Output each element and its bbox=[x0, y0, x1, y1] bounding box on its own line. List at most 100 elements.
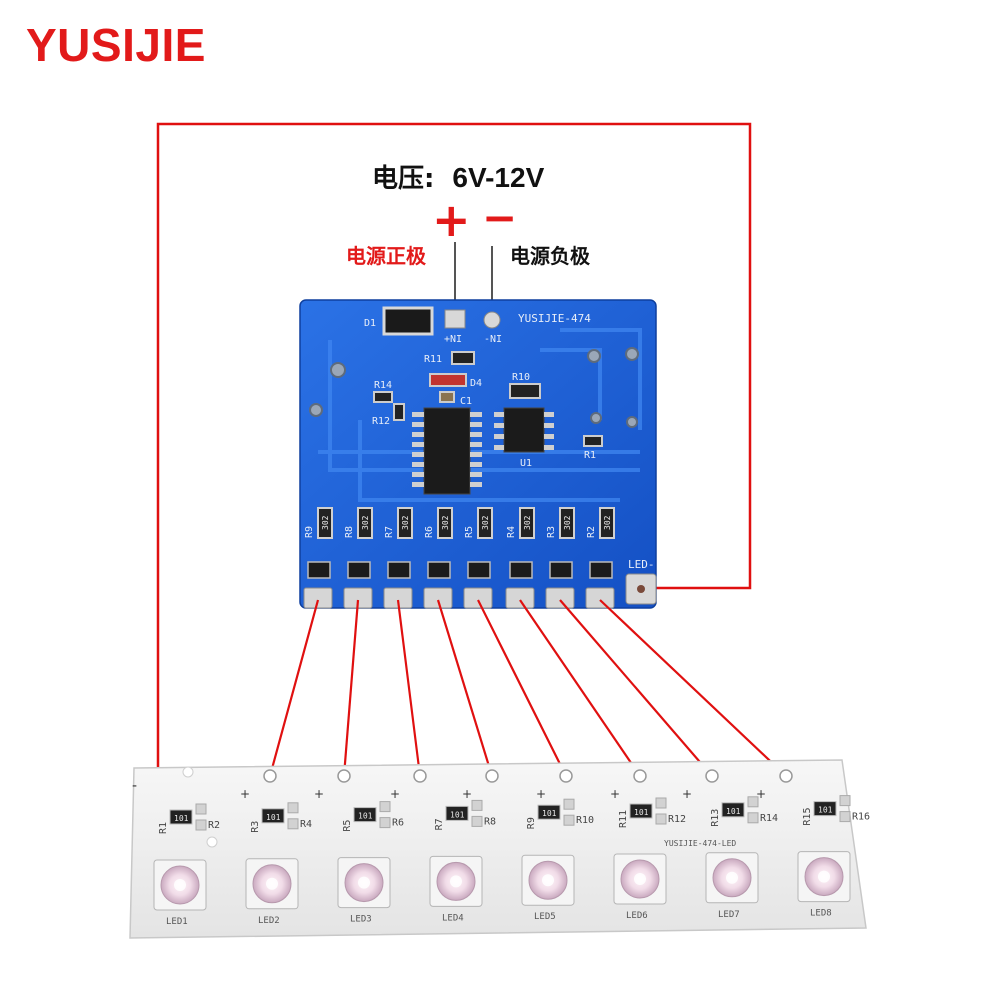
positive-input-pad bbox=[444, 309, 466, 329]
c1-label: C1 bbox=[460, 396, 472, 407]
via-icon bbox=[330, 362, 346, 378]
channel-resistor bbox=[357, 507, 373, 539]
power-positive-label: 电源正极 bbox=[346, 244, 426, 268]
channel-wire bbox=[268, 599, 320, 777]
resistor-value-label: 302 bbox=[523, 515, 532, 530]
minus-sign: − bbox=[482, 193, 517, 242]
channel-transistor bbox=[307, 561, 331, 579]
resistor-value-label: 302 bbox=[603, 515, 612, 530]
strip-resistor bbox=[537, 804, 561, 820]
channel-transistor bbox=[347, 561, 371, 579]
resistor-r11 bbox=[451, 351, 475, 365]
strip-pad bbox=[563, 814, 575, 826]
strip-plus-mark: + bbox=[390, 787, 400, 801]
led-chip-icon bbox=[542, 874, 554, 887]
channel-output-pad bbox=[585, 587, 615, 609]
strip-resistor bbox=[813, 801, 837, 817]
channel-wire bbox=[559, 599, 713, 777]
channel-resistor-label: R8 bbox=[344, 526, 355, 538]
strip-resistor-label: R13 bbox=[710, 809, 721, 827]
channel-resistor-label: R6 bbox=[424, 526, 435, 538]
strip-solder-hole-icon bbox=[633, 769, 647, 783]
strip-plus-mark: + bbox=[536, 787, 546, 801]
strip-resistor bbox=[721, 802, 745, 818]
channel-output-pad bbox=[505, 587, 535, 609]
channel-resistor bbox=[477, 507, 493, 539]
voltage-value: 6V-12V bbox=[452, 162, 545, 193]
strip-resistor-label: R7 bbox=[434, 818, 445, 830]
strip-solder-hole-icon bbox=[779, 769, 793, 783]
strip-resistor-label: R12 bbox=[668, 814, 686, 825]
strip-pad bbox=[839, 811, 851, 823]
channel-transistor bbox=[427, 561, 451, 579]
led-label: LED5 bbox=[534, 912, 556, 922]
strip-hole-icon bbox=[206, 836, 218, 848]
channel-transistor bbox=[467, 561, 491, 579]
strip-resistor-value: 101 bbox=[450, 810, 465, 819]
strip-solder-hole-icon bbox=[705, 769, 719, 783]
led-chip-icon bbox=[818, 870, 830, 883]
channel-resistor-label: R7 bbox=[384, 526, 395, 538]
strip-resistor-label: R14 bbox=[760, 813, 778, 824]
strip-pad bbox=[839, 795, 851, 807]
channel-output-pad bbox=[545, 587, 575, 609]
diode-d4 bbox=[429, 373, 467, 387]
strip-resistor-value: 101 bbox=[358, 812, 373, 821]
strip-resistor-label: R15 bbox=[802, 808, 813, 826]
led-label: LED3 bbox=[350, 915, 372, 925]
strip-pad bbox=[747, 796, 759, 808]
channel-transistor bbox=[387, 561, 411, 579]
strip-resistor bbox=[353, 807, 377, 823]
channel-wire bbox=[599, 599, 787, 777]
channel-resistor-label: R4 bbox=[506, 526, 517, 538]
strip-resistor-value: 101 bbox=[726, 807, 741, 816]
resistor-r10 bbox=[509, 383, 541, 399]
strip-solder-hole-icon bbox=[559, 769, 573, 783]
d1-label: D1 bbox=[364, 318, 376, 329]
diode-d1 bbox=[382, 306, 434, 336]
strip-pad bbox=[655, 797, 667, 809]
strip-resistor-value: 101 bbox=[174, 814, 189, 823]
strip-plus-mark: + bbox=[462, 787, 472, 801]
strip-resistor-value: 101 bbox=[634, 808, 649, 817]
channel-wire bbox=[396, 599, 422, 777]
strip-resistor-label: R6 bbox=[392, 818, 404, 829]
strip-pad bbox=[379, 817, 391, 829]
common-wire bbox=[156, 122, 752, 772]
led-chip-icon bbox=[174, 879, 186, 891]
brand-logo-text: YUSIJIE bbox=[26, 19, 206, 71]
channel-output-pad bbox=[423, 587, 453, 609]
channel-resistor bbox=[437, 507, 453, 539]
strip-pad bbox=[747, 812, 759, 824]
led-chip-icon bbox=[266, 877, 278, 890]
strip-solder-hole-icon bbox=[337, 769, 351, 783]
r10-label: R10 bbox=[512, 372, 530, 383]
channel-wire bbox=[436, 599, 494, 777]
strip-pad bbox=[195, 803, 207, 815]
strip-pad bbox=[379, 801, 391, 813]
strip-pad bbox=[563, 798, 575, 810]
led-label: LED6 bbox=[626, 911, 648, 921]
board-model-label: YUSIJIE-474 bbox=[518, 312, 591, 325]
strip-minus-mark: - bbox=[132, 778, 137, 794]
u1-label: U1 bbox=[520, 458, 532, 469]
strip-resistor-label: R5 bbox=[342, 820, 353, 832]
led-label: LED2 bbox=[258, 916, 280, 926]
power-negative-label: 电源负极 bbox=[510, 244, 590, 268]
resistor-value-label: 302 bbox=[361, 515, 370, 530]
strip-resistor-value: 101 bbox=[542, 809, 557, 818]
strip-resistor-label: R10 bbox=[576, 815, 594, 826]
strip-plus-mark: + bbox=[240, 787, 250, 801]
r11-label: R11 bbox=[424, 354, 442, 365]
channel-resistor bbox=[397, 507, 413, 539]
pin-pos-label: +NI bbox=[444, 334, 462, 345]
channel-transistor bbox=[589, 561, 613, 579]
channel-output-pad bbox=[463, 587, 493, 609]
via-icon bbox=[587, 349, 601, 363]
channel-resistor bbox=[599, 507, 615, 539]
via-icon bbox=[309, 403, 323, 417]
led-chip-icon bbox=[726, 871, 738, 884]
